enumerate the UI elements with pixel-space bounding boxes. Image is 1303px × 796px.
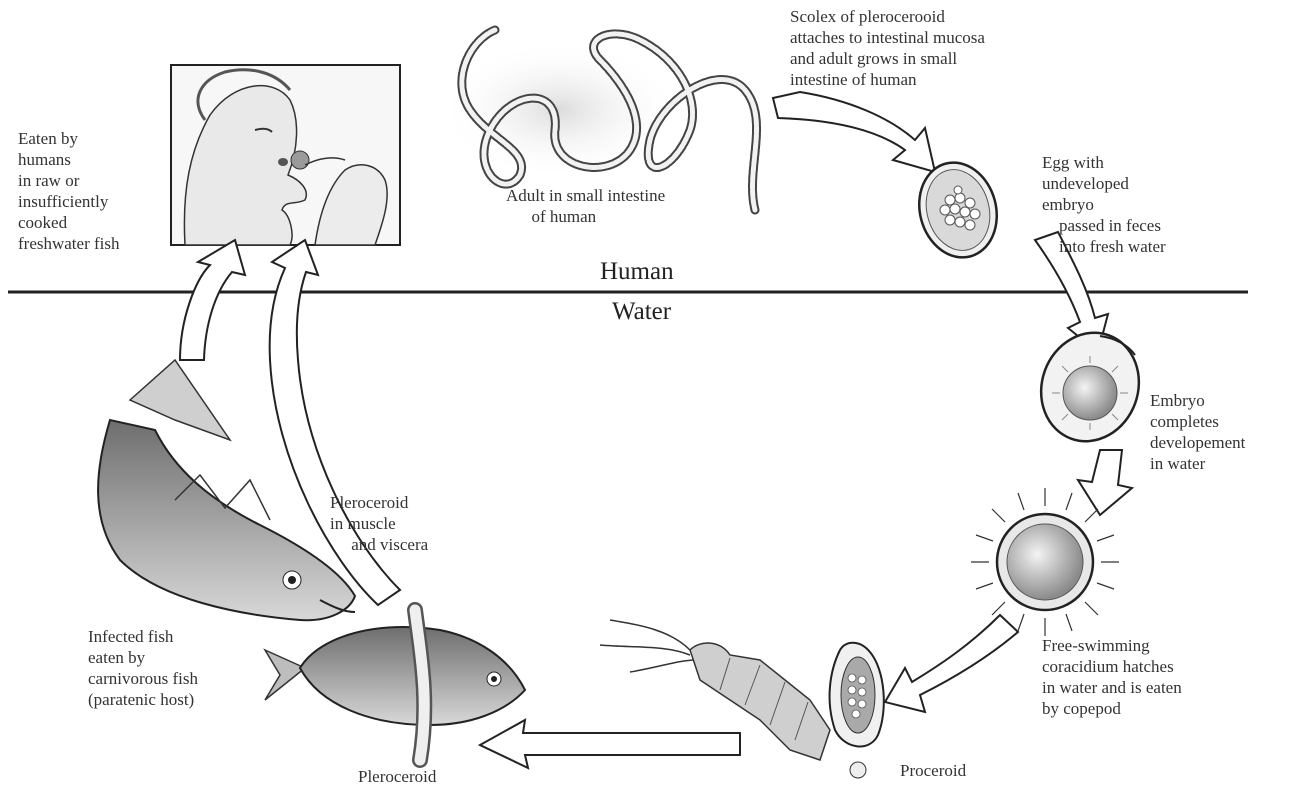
coracidium-illustration — [971, 488, 1119, 636]
scolex-label: Scolex of plerocerooid attaches to intes… — [790, 6, 985, 90]
arrow-embryo-to-coracidium — [1078, 450, 1132, 515]
human-eating-illustration — [171, 65, 400, 245]
human-zone-label: Human — [600, 258, 674, 286]
small-fish-illustration — [265, 610, 525, 760]
egg-illustration — [909, 154, 1007, 266]
water-zone-label: Water — [612, 298, 671, 326]
plerocercoid-bottom-label: Pleroceroid — [358, 766, 436, 787]
arrow-adult-to-egg — [773, 92, 935, 172]
adult-tapeworm-illustration — [440, 30, 757, 210]
plerocercoid-muscle-label: Pleroceroid in muscle and viscera — [330, 492, 428, 555]
embryo-egg-illustration — [1026, 319, 1154, 455]
proceroid-label: Proceroid — [900, 760, 966, 781]
arrow-coracidium-to-copepod — [885, 615, 1018, 712]
eaten-by-humans-label: Eaten by humans in raw or insufficiently… — [18, 128, 120, 254]
arrow-copepod-to-plerocercoid — [480, 720, 740, 768]
egg-label: Egg with undeveloped embryo passed in fe… — [1042, 152, 1166, 257]
infected-fish-label: Infected fish eaten by carnivorous fish … — [88, 626, 198, 710]
coracidium-label: Free-swimming coracidium hatches in wate… — [1042, 635, 1182, 719]
arrow-fish-to-human-outer — [180, 240, 245, 360]
adult-label: Adult in small intestine of human — [506, 185, 665, 227]
embryo-label: Embryo completes developement in water — [1150, 390, 1245, 474]
